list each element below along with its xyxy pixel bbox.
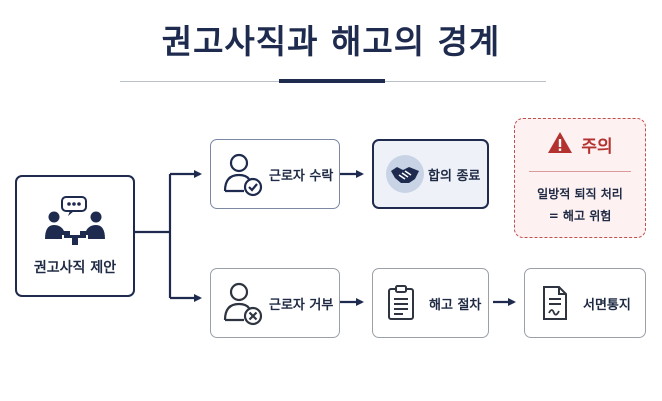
person-check-icon: [217, 151, 269, 197]
dismissal-procedure-label: 해고 절차: [429, 297, 482, 313]
refuse-box: 근로자 거부: [210, 268, 340, 338]
person-x-icon: [217, 280, 269, 326]
page-title: 권고사직과 해고의 경계: [161, 22, 501, 61]
refuse-label: 근로자 거부: [269, 297, 334, 313]
written-notice-box: 서면통지: [524, 268, 646, 338]
warning-line-1: 일방적 퇴직 처리: [537, 187, 623, 201]
document-icon: [535, 285, 575, 321]
proposal-label: 권고사직 제안: [33, 260, 117, 276]
agreement-box: 합의 종료: [372, 139, 489, 209]
branch-connector: [135, 170, 202, 302]
handshake-icon: [382, 154, 428, 194]
written-notice-label: 서면통지: [583, 297, 631, 313]
proposal-box: 권고사직 제안: [15, 175, 135, 297]
warning-triangle-icon: [547, 131, 573, 158]
clipboard-icon: [381, 285, 421, 321]
accept-box: 근로자 수락: [210, 139, 340, 209]
warning-divider: [529, 171, 631, 172]
warning-title: 주의: [581, 137, 613, 157]
dismissal-procedure-box: 해고 절차: [372, 268, 489, 338]
warning-box: 주의 일방적 퇴직 처리 = 해고 위험: [514, 118, 646, 238]
meeting-talk-icon: [40, 195, 110, 247]
warning-line-2: = 해고 위험: [548, 209, 612, 223]
accept-label: 근로자 수락: [269, 168, 334, 184]
agreement-label: 합의 종료: [428, 168, 481, 184]
title-underline-accent: [279, 79, 385, 83]
